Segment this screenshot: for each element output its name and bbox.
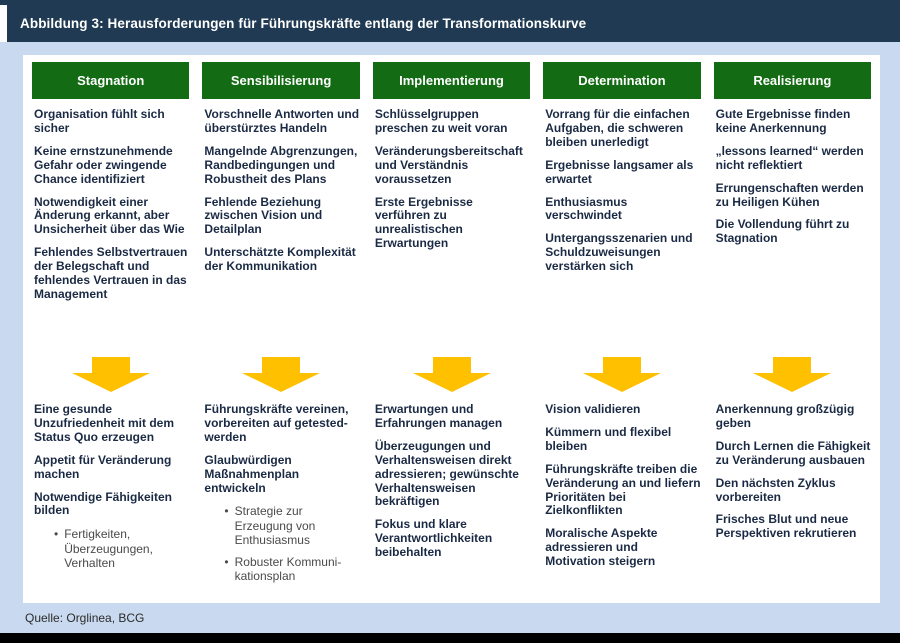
text-item: Überzeugungen und Verhaltensweisen direk… bbox=[374, 438, 519, 509]
figure-title-bar: Abbildung 3: Herausforderungen für Führu… bbox=[7, 5, 900, 42]
down-arrow-icon bbox=[373, 354, 530, 394]
phase-header: Realisierung bbox=[713, 62, 872, 99]
top-accent-strip bbox=[0, 0, 900, 5]
text-item: Vision validieren bbox=[545, 403, 641, 416]
text-item: Organisation fühlt sich sicher bbox=[34, 108, 165, 135]
text-item: Unterschätzte Komplexität der Kommunikat… bbox=[204, 245, 356, 274]
text-item: Fokus und klare Verantwortlichkeiten bei… bbox=[374, 517, 493, 560]
down-arrow-shaft bbox=[91, 357, 130, 373]
bullet-dot-icon: • bbox=[224, 504, 229, 519]
text-item: Notwendige Fähigkeiten bilden bbox=[34, 489, 173, 518]
text-item: Erste Ergebnisse verführen zu unrealisti… bbox=[374, 194, 473, 251]
text-item: Ergebnisse langsamer als erwartet bbox=[545, 157, 694, 186]
columns: Stagnation Organisation fühlt sich siche… bbox=[23, 55, 880, 603]
bullet-item: • Robuster Kommuni-kationsplan bbox=[204, 555, 359, 583]
text-item: Mangelnde Abgren­zungen, Randbedingungen… bbox=[204, 143, 358, 186]
bullet-item-text: Fertigkeiten, Überzeugungen, Verhalten bbox=[64, 527, 153, 570]
down-arrow-head bbox=[412, 373, 491, 392]
actions-list: Eine gesunde Unzufriedenheit mit dem Sta… bbox=[32, 403, 189, 596]
transformation-phase-column: Implementierung Schlüsselgruppen presche… bbox=[372, 62, 531, 596]
phase-header: Stagnation bbox=[32, 62, 190, 99]
transformation-phase-column: Stagnation Organisation fühlt sich siche… bbox=[32, 62, 190, 596]
text-item: Schlüsselgruppen preschen zu weit voran bbox=[374, 108, 508, 135]
source-note: Quelle: Orglinea, BCG bbox=[25, 611, 145, 625]
bullet-item: • Strategie zur Erzeugung von Enthusiasmu… bbox=[204, 504, 359, 546]
bullet-item-text: Robuster Kommuni-kationsplan bbox=[234, 554, 342, 584]
down-arrow-head bbox=[242, 373, 321, 392]
bullet-item: • Fertigkeiten, Überzeugungen, Verhalten bbox=[34, 527, 189, 569]
text-item: Vorschnelle Antworten und überstürztes H… bbox=[204, 108, 360, 135]
text-item: Moralische Aspekte adressieren und Motiv… bbox=[545, 526, 658, 569]
down-arrow-shaft bbox=[773, 357, 812, 373]
text-item: Führungskräfte treiben die Veränderung a… bbox=[545, 461, 701, 518]
text-item: Führungskräfte vereinen, vorbereiten auf… bbox=[204, 403, 349, 444]
text-item: „lessons learned“ werden nicht reflektie… bbox=[715, 143, 864, 172]
down-arrow-head bbox=[582, 373, 661, 392]
text-item: Kümmern und flexibel bleiben bbox=[545, 424, 672, 453]
challenges-list: Vorschnelle Antworten und überstürztes H… bbox=[202, 108, 359, 354]
down-arrow-head bbox=[71, 373, 150, 392]
down-arrow-shaft bbox=[432, 357, 471, 373]
phase-header: Implementierung bbox=[372, 62, 531, 99]
figure-title-row: Abbildung 3: Herausforderungen für Führu… bbox=[0, 5, 900, 42]
text-item: Gute Ergebnisse finden keine Anerkennung bbox=[715, 108, 851, 135]
text-item: Durch Lernen die Fähigkeit zu Veränderun… bbox=[715, 438, 871, 467]
text-item: Glaubwürdigen Maßnahmenplan entwickeln bbox=[204, 452, 300, 495]
transformation-phase-column: Sensibilisierung Vorschnelle Antworten u… bbox=[202, 62, 360, 596]
transformation-phase-column: Determination Vorrang für die einfachen … bbox=[543, 62, 701, 596]
down-arrow-icon bbox=[714, 354, 871, 394]
actions-list: Führungskräfte vereinen, vorbereiten auf… bbox=[202, 403, 359, 596]
challenges-list: Vorrang für die einfachen Aufgaben, die … bbox=[543, 108, 700, 354]
text-item: Anerkennung großzügig geben bbox=[715, 403, 855, 430]
challenges-list: Gute Ergebnisse finden keine Anerkennung… bbox=[714, 108, 871, 354]
text-item: Untergangsszenarien und Schuldzuweisunge… bbox=[545, 231, 693, 274]
phase-header: Determination bbox=[543, 62, 701, 99]
text-item: Fehlendes Selbstvertrauen der Belegschaf… bbox=[34, 245, 188, 301]
text-item: Errungenschaften werden zu Heiligen Kühe… bbox=[715, 180, 864, 209]
text-item: Notwendigkeit einer Änderung erkannt, ab… bbox=[34, 194, 185, 237]
down-arrow-head bbox=[753, 373, 832, 392]
bullet-item-text: Strategie zur Erzeugung von Enthusiasmus bbox=[234, 504, 316, 547]
text-item: Erwartungen und Erfahrungen managen bbox=[374, 403, 503, 430]
phase-header: Sensibilisierung bbox=[202, 62, 360, 99]
down-arrow-icon bbox=[32, 354, 189, 394]
transformation-phase-column: Realisierung Gute Ergebnisse finden kein… bbox=[713, 62, 872, 596]
text-item: Vorrang für die einfachen Aufgaben, die … bbox=[545, 108, 690, 149]
text-item: Enthusiasmus verschwindet bbox=[545, 194, 628, 223]
down-arrow-icon bbox=[202, 354, 359, 394]
text-item: Die Vollendung führt zu Stagnation bbox=[715, 217, 850, 246]
text-item: Veränderungsbereitschaft und Verständnis… bbox=[374, 143, 523, 186]
text-item: Eine gesunde Unzufriedenheit mit dem Sta… bbox=[34, 403, 175, 444]
bullet-dot-icon: • bbox=[54, 527, 59, 542]
text-item: Appetit für Veränderung machen bbox=[34, 452, 172, 481]
bullet-dot-icon: • bbox=[224, 554, 229, 569]
text-item: Den nächsten Zyklus vorbereiten bbox=[715, 475, 836, 504]
text-item: Frisches Blut und neue Perspektiven rekr… bbox=[715, 512, 857, 541]
bottom-bar bbox=[0, 633, 900, 643]
down-arrow-shaft bbox=[602, 357, 641, 373]
down-arrow-shaft bbox=[262, 357, 301, 373]
text-item: Keine ernstzunehmende Gefahr oder zwinge… bbox=[34, 143, 173, 186]
down-arrow-icon bbox=[543, 354, 700, 394]
figure-title: Abbildung 3: Herausforderungen für Führu… bbox=[20, 16, 587, 31]
text-item: Fehlende Beziehung zwischen Vision und D… bbox=[204, 194, 323, 237]
source-row: Quelle: Orglinea, BCG bbox=[0, 603, 900, 633]
